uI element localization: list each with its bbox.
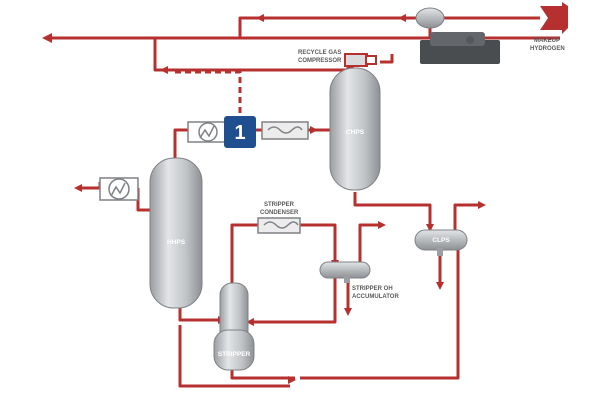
stripper-column xyxy=(213,282,255,371)
makeup-compressor xyxy=(415,7,500,64)
stripper-oh-accumulator-label-1: STRIPPER OH xyxy=(352,286,393,292)
recycle-gas-compressor-label-1: RECYCLE GAS xyxy=(298,50,341,56)
step-marker-number: 1 xyxy=(234,122,245,144)
chps-vessel xyxy=(329,67,381,191)
stripper-oh-accumulator-label-2: ACCUMULATOR xyxy=(352,294,399,300)
makeup-hydrogen-arrow xyxy=(540,2,568,34)
air-cooler xyxy=(261,121,309,140)
hhps-vessel xyxy=(149,157,203,309)
clps-label: CLPS xyxy=(432,237,450,244)
hhps-label: HHPS xyxy=(167,239,186,246)
stripper-label: STRIPPER xyxy=(218,351,251,358)
stripper-condenser xyxy=(257,217,301,234)
recycle-gas-compressor xyxy=(344,53,377,67)
chps-label: CHPS xyxy=(346,129,365,136)
heat-exchanger-left xyxy=(99,177,139,201)
clps-vessel xyxy=(414,229,468,256)
stripper-oh-accumulator xyxy=(319,261,371,283)
recycle-gas-compressor-label-2: COMPRESSOR xyxy=(298,58,342,64)
heat-exchanger-top xyxy=(187,121,229,143)
stripper-condenser-label-1: STRIPPER xyxy=(264,202,295,208)
step-marker[interactable]: 1 xyxy=(224,116,256,148)
makeup-hydrogen-label-2: HYDROGEN xyxy=(530,46,565,52)
makeup-hydrogen-label-1: MAKEUP xyxy=(534,38,560,44)
stripper-condenser-label-2: CONDENSER xyxy=(260,210,299,216)
